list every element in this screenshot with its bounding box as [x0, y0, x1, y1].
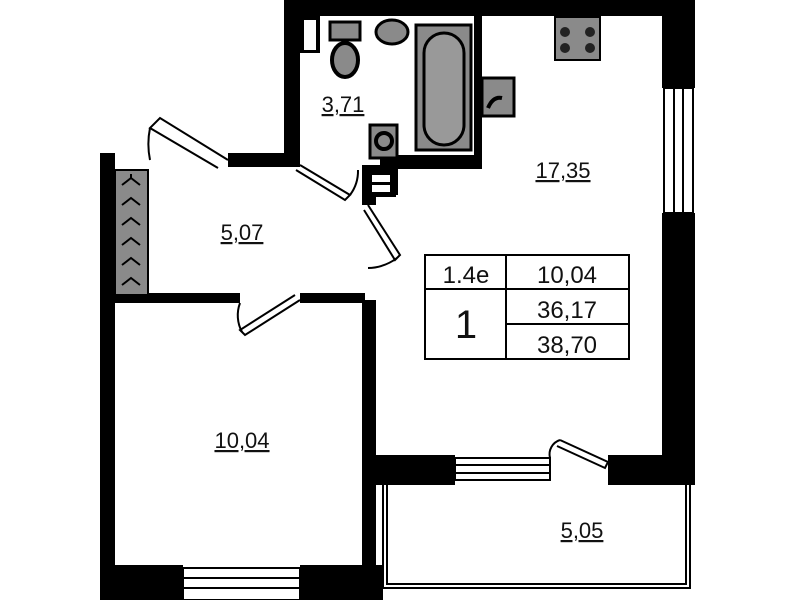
bathtub-icon [414, 23, 473, 152]
windows [182, 87, 694, 600]
room-labels: 3,71 17,35 5,07 10,04 5,05 [214, 92, 603, 543]
rooms-count: 1 [455, 303, 477, 347]
vent-icon [364, 170, 396, 197]
bedroom-area: 10,04 [214, 428, 269, 453]
total-area-with-balcony: 38,70 [537, 332, 597, 359]
total-area: 36,17 [537, 297, 597, 324]
kitchen-living-area: 17,35 [535, 158, 590, 183]
toilet-icon [328, 20, 362, 79]
sink-icon [374, 18, 410, 46]
washing-machine-icon [368, 123, 399, 160]
summary-table: 1.4e 1 10,04 36,17 38,70 [424, 254, 630, 360]
living-area: 10,04 [537, 262, 597, 289]
closet-hangers [114, 169, 149, 296]
apartment-type: 1.4e [443, 262, 490, 289]
stove-icon [554, 16, 601, 61]
kitchen-sink-icon [480, 76, 516, 118]
doors [147, 116, 610, 470]
bathroom-area: 3,71 [322, 92, 365, 117]
hallway-area: 5,07 [221, 220, 264, 245]
balcony-area: 5,05 [561, 518, 604, 543]
balcony-outline [382, 485, 691, 589]
